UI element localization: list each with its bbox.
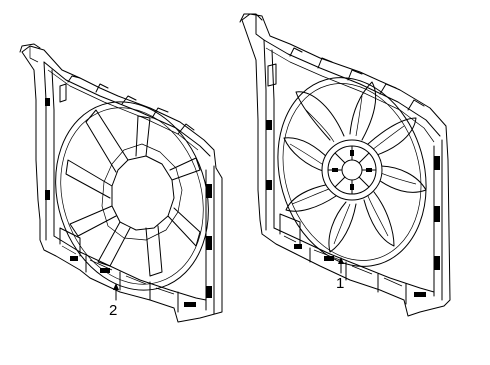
fan-1-bottom <box>273 213 435 305</box>
callout-label-1: 1 <box>336 275 345 292</box>
shroud-2-spokes <box>65 109 201 277</box>
shroud-2-fan-ring <box>55 101 209 291</box>
shroud-2-left-rail <box>43 61 55 241</box>
fan-1-top-rail <box>263 39 441 137</box>
shroud-2-bottom <box>53 227 207 313</box>
fan-1-frame <box>241 13 451 317</box>
shroud-2-frame <box>21 45 223 323</box>
callout-label-2: 2 <box>109 302 118 319</box>
fan-1-left-rail <box>263 39 275 231</box>
fan-shroud-part-2 <box>19 43 223 323</box>
fan-assembly-part-1 <box>239 13 451 317</box>
fan-1-top-tab <box>239 13 265 41</box>
shroud-2-top-tab <box>19 43 41 53</box>
leader-arrow-1 <box>338 257 344 264</box>
callout-leaders <box>113 257 344 301</box>
leader-arrow-2 <box>113 283 119 290</box>
fan-1-ring <box>277 77 427 267</box>
shroud-2-hub <box>111 155 175 231</box>
shroud-2-top-rail <box>43 61 211 157</box>
fan-1-blades <box>283 81 427 253</box>
